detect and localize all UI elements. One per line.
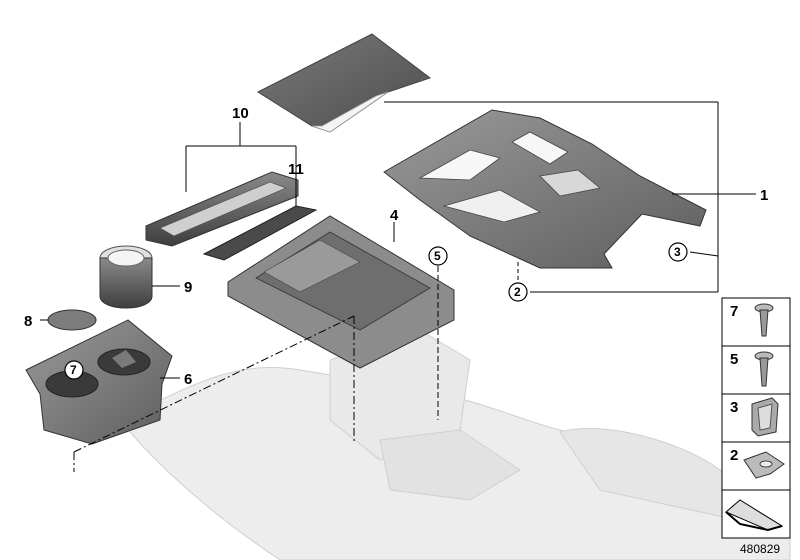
legend-label-3: 3 <box>730 399 738 416</box>
part-trim-frame <box>383 109 707 269</box>
part-cup-holder-insert <box>99 245 153 309</box>
callout-10: 10 <box>232 105 249 122</box>
center-console-ghost <box>119 329 791 560</box>
legend-panel: 7 5 3 2 <box>721 297 791 539</box>
part-bracket-frame <box>227 215 455 369</box>
callout-9: 9 <box>184 279 192 296</box>
shim-icon <box>725 499 784 532</box>
callout-labels: 1 4 10 11 9 8 6 <box>24 105 768 388</box>
part-storage-tray <box>145 171 299 247</box>
circle-label-2: 2 <box>514 285 521 299</box>
legend-label-7: 7 <box>730 303 738 320</box>
legend-label-2: 2 <box>730 447 738 464</box>
circled-callouts: 3 2 5 7 <box>64 242 688 380</box>
spring-clip-icon <box>743 451 785 479</box>
callout-8: 8 <box>24 313 32 330</box>
circle-7 <box>64 360 84 380</box>
callout-6: 6 <box>184 371 192 388</box>
circle-5 <box>428 246 448 266</box>
leader-lines <box>40 101 756 472</box>
part-top-trim-cover <box>256 33 432 133</box>
clip-nut-icon <box>751 397 779 437</box>
callout-1: 1 <box>760 187 768 204</box>
part-rubber-mat <box>202 205 318 261</box>
screw-icon <box>754 351 774 387</box>
circle-2 <box>508 282 528 302</box>
callout-4: 4 <box>390 207 399 224</box>
screw-icon <box>754 303 774 337</box>
circle-label-7: 7 <box>70 363 77 377</box>
circle-label-3: 3 <box>674 245 681 259</box>
figure-id: 480829 <box>740 542 780 556</box>
part-cup-holder <box>25 319 173 445</box>
part-disc-cap <box>47 309 97 331</box>
circle-label-5: 5 <box>434 249 441 263</box>
callout-11: 11 <box>288 161 304 178</box>
circle-3 <box>668 242 688 262</box>
legend-label-5: 5 <box>730 351 738 368</box>
